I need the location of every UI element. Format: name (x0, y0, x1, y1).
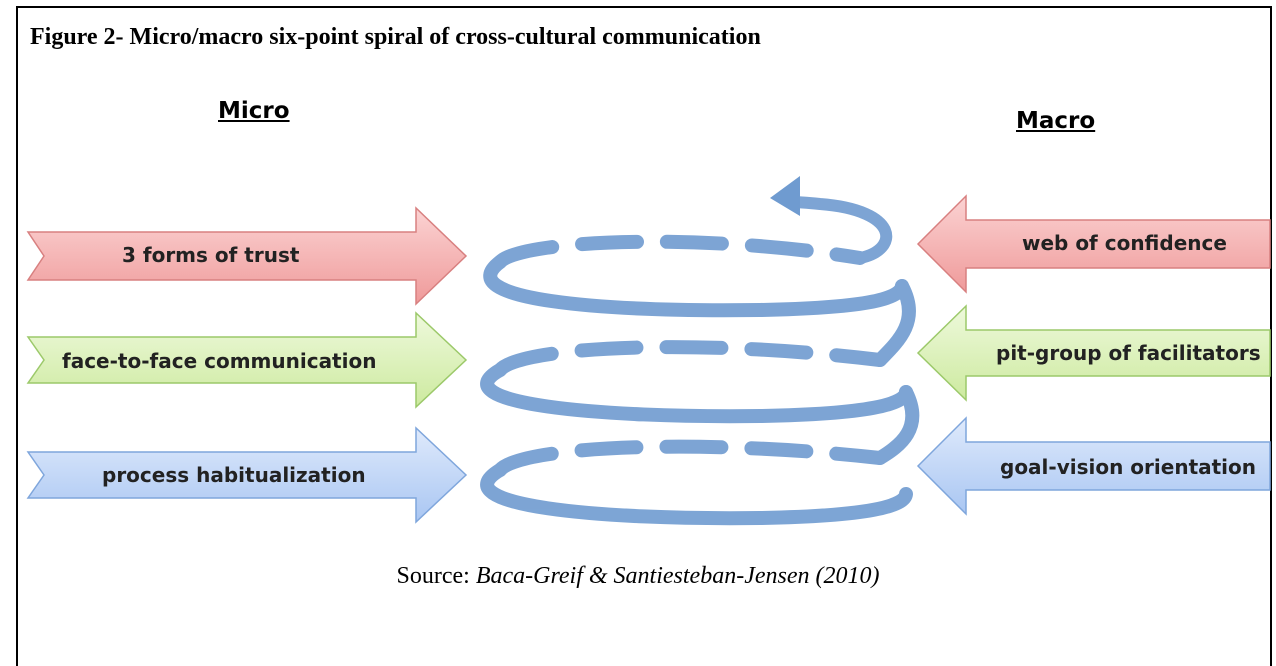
macro-heading: Macro (1016, 108, 1096, 134)
micro-arrow-face-to-face (26, 311, 468, 409)
macro-arrow-web (916, 194, 1271, 294)
spiral-arrowhead (770, 176, 800, 216)
macro-arrow-goal-vision (916, 416, 1271, 516)
micro-label-process: process habitualization (102, 463, 366, 487)
micro-arrow-process (26, 426, 468, 524)
micro-label-face-to-face: face-to-face communication (62, 349, 377, 373)
micro-label-trust: 3 forms of trust (122, 243, 300, 267)
macro-label-web: web of confidence (1022, 231, 1227, 255)
macro-label-goal-vision: goal-vision orientation (1000, 455, 1257, 479)
micro-heading: Micro (218, 98, 290, 124)
source-line: Source: Baca-Greif & Santiesteban-Jensen… (0, 563, 1276, 590)
macro-arrow-pit-group (916, 304, 1271, 402)
figure-frame (16, 6, 1272, 666)
macro-label-pit-group: pit-group of facilitators (996, 341, 1261, 365)
spiral-coils (480, 196, 920, 526)
source-prefix: Source: (396, 563, 470, 589)
figure-title: Figure 2- Micro/macro six-point spiral o… (30, 24, 761, 50)
source-citation: Baca-Greif & Santiesteban-Jensen (2010) (475, 563, 880, 589)
micro-arrow-trust (26, 206, 468, 306)
